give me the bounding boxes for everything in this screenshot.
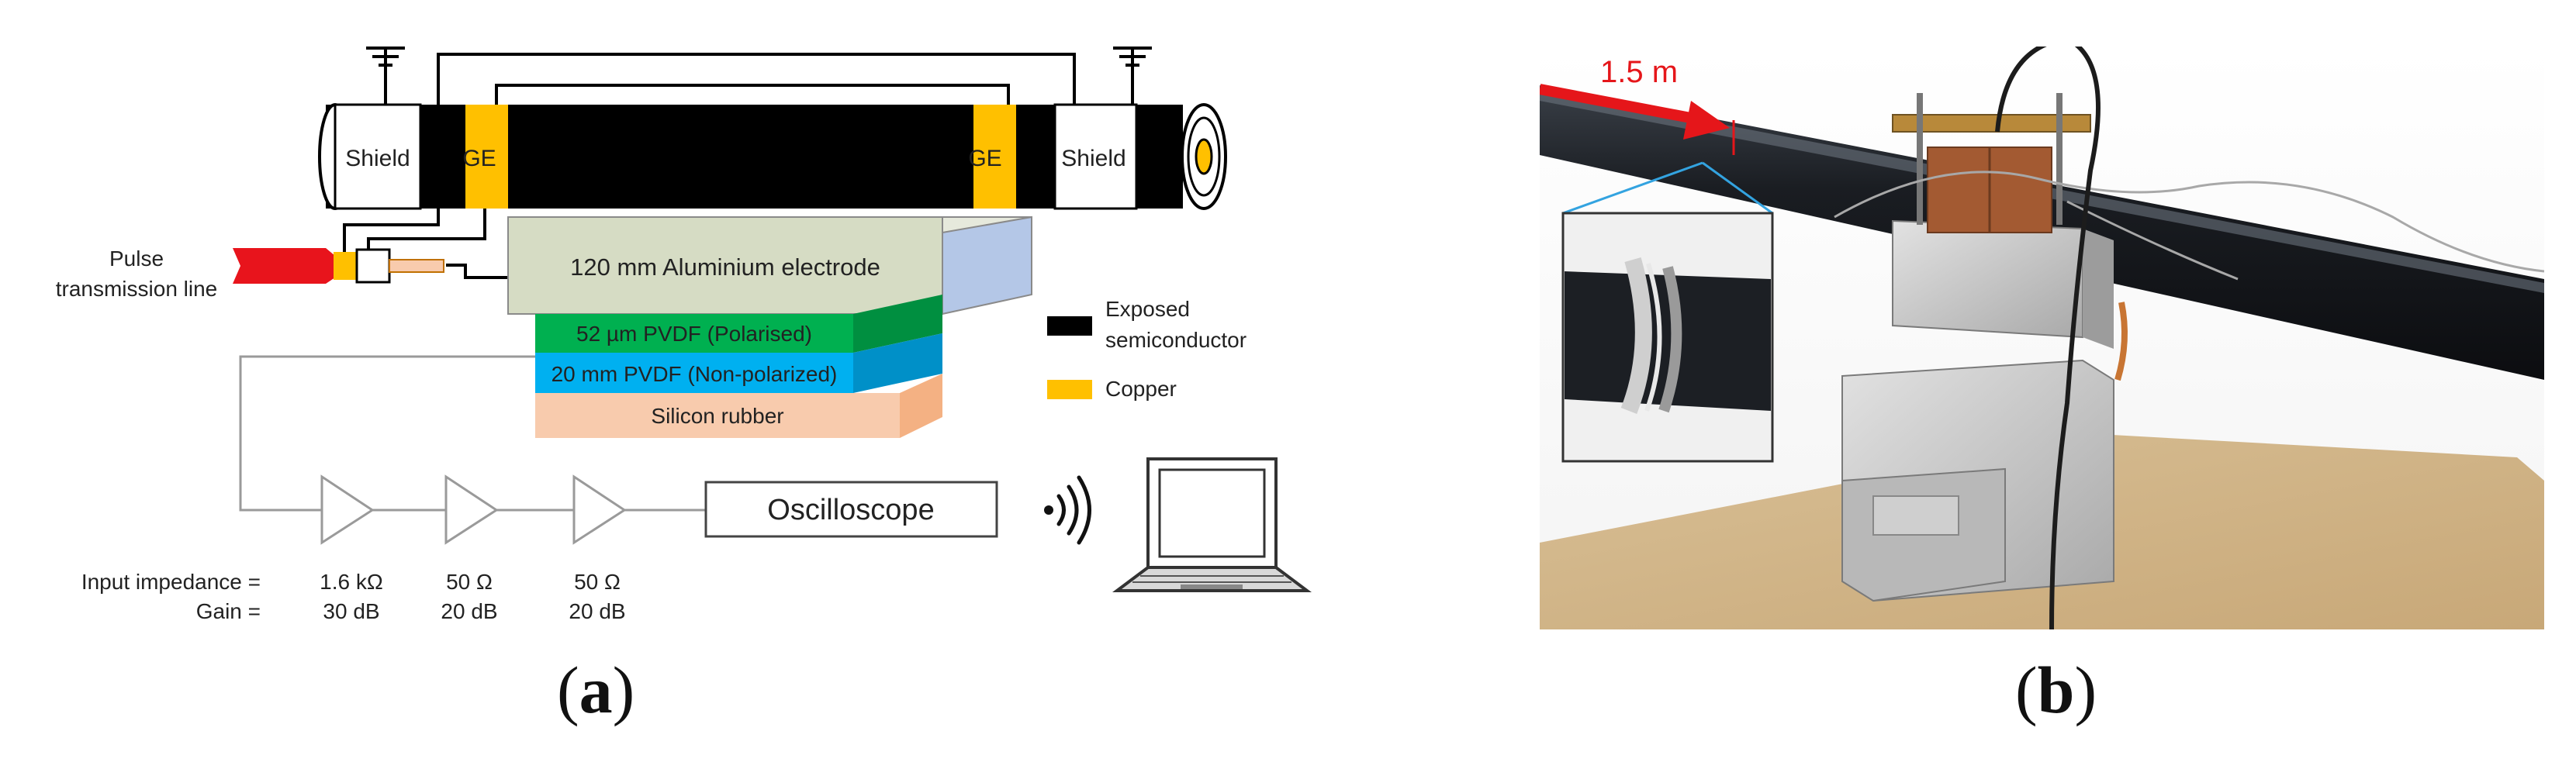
panel-label-b: (b) (2015, 653, 2097, 727)
amplifier-2 (444, 474, 499, 545)
amplifier-1 (320, 474, 375, 545)
amp3-impedance: 50 Ω (574, 570, 621, 594)
cable-right-cap (1136, 105, 1183, 209)
amp2-impedance: 50 Ω (446, 570, 493, 594)
pulse-label-line1: Pulse (109, 247, 164, 271)
ge-left-label: GE (462, 146, 496, 171)
ge-right-band (973, 105, 1016, 209)
amp1-impedance: 1.6 kΩ (320, 570, 383, 594)
amp1-gain: 30 dB (323, 599, 379, 623)
oscilloscope-box: Oscilloscope (704, 481, 998, 538)
wireless-signal-icon (1044, 475, 1091, 545)
silicon-rubber-label: Silicon rubber (651, 404, 783, 428)
semiconductor-right-band (1016, 105, 1055, 209)
legend: Exposed semiconductor Copper (1047, 297, 1247, 401)
pvdf-nonpolarized-label: 20 mm PVDF (Non-polarized) (552, 362, 838, 386)
electrode-block: 120 mm Aluminium electrode (507, 215, 1032, 315)
legend-exposed-line1: Exposed (1105, 297, 1190, 321)
ge-left-band (465, 105, 508, 209)
setup-photo: 1.5 m (1540, 47, 2544, 629)
ge-right-label: GE (968, 146, 1001, 171)
amplifier-specs: Input impedance = Gain = 1.6 kΩ 30 dB 50… (81, 570, 626, 623)
legend-copper-label: Copper (1105, 377, 1177, 401)
legend-exposed-line2: semiconductor (1105, 328, 1247, 352)
shield-bridge-wire (437, 53, 1076, 105)
legend-swatch-semiconductor (1047, 316, 1092, 336)
silicon-rubber-layer: Silicon rubber (535, 374, 942, 438)
coax-signal-wire (1995, 47, 2101, 629)
shield-right-band (1053, 103, 1138, 210)
gain-row-label: Gain = (196, 599, 261, 623)
pvdf-polarised-layer: 52 µm PVDF (Polarised) (535, 295, 942, 353)
shield-left-label: Shield (345, 146, 410, 171)
semiconductor-left-band (420, 105, 465, 209)
distance-label: 1.5 m (1600, 55, 1678, 89)
ground-symbol-left (366, 47, 405, 105)
electrode-front (507, 216, 943, 315)
signal-wire (239, 355, 706, 512)
impedance-row-label: Input impedance = (81, 570, 261, 594)
cable-conductor-core (1195, 138, 1213, 175)
pulse-label-line2: transmission line (56, 277, 218, 301)
electrode-side (942, 215, 1032, 315)
inset-zoom-photo (1561, 212, 1774, 463)
distance-arrow: 1.5 m (1540, 55, 1735, 155)
electrode-label: 120 mm Aluminium electrode (570, 253, 880, 281)
cable-middle (508, 105, 973, 209)
fixture-upper-block (1892, 219, 2083, 339)
amplifier-3 (572, 474, 627, 545)
connection-wires (343, 209, 508, 279)
schematic-diagram: Shield GE GE Shield Pulse transmission l… (56, 47, 1312, 623)
ground-symbol-right (1113, 47, 1152, 105)
cable: Shield GE GE Shield (318, 103, 1227, 210)
oscilloscope-label: Oscilloscope (767, 494, 934, 526)
pvdf-polarised-label: 52 µm PVDF (Polarised) (576, 322, 812, 346)
pulse-transmission-line: Pulse transmission line (56, 247, 444, 301)
legend-swatch-copper (1047, 380, 1092, 399)
laptop-icon (1112, 457, 1312, 592)
shield-right-label: Shield (1061, 146, 1125, 171)
pvdf-nonpolarized-layer: 20 mm PVDF (Non-polarized) (535, 333, 942, 393)
amp2-gain: 20 dB (441, 599, 497, 623)
brass-clamp-bar (1892, 114, 2091, 133)
amp3-gain: 20 dB (569, 599, 625, 623)
panel-label-a: (a) (557, 653, 635, 727)
